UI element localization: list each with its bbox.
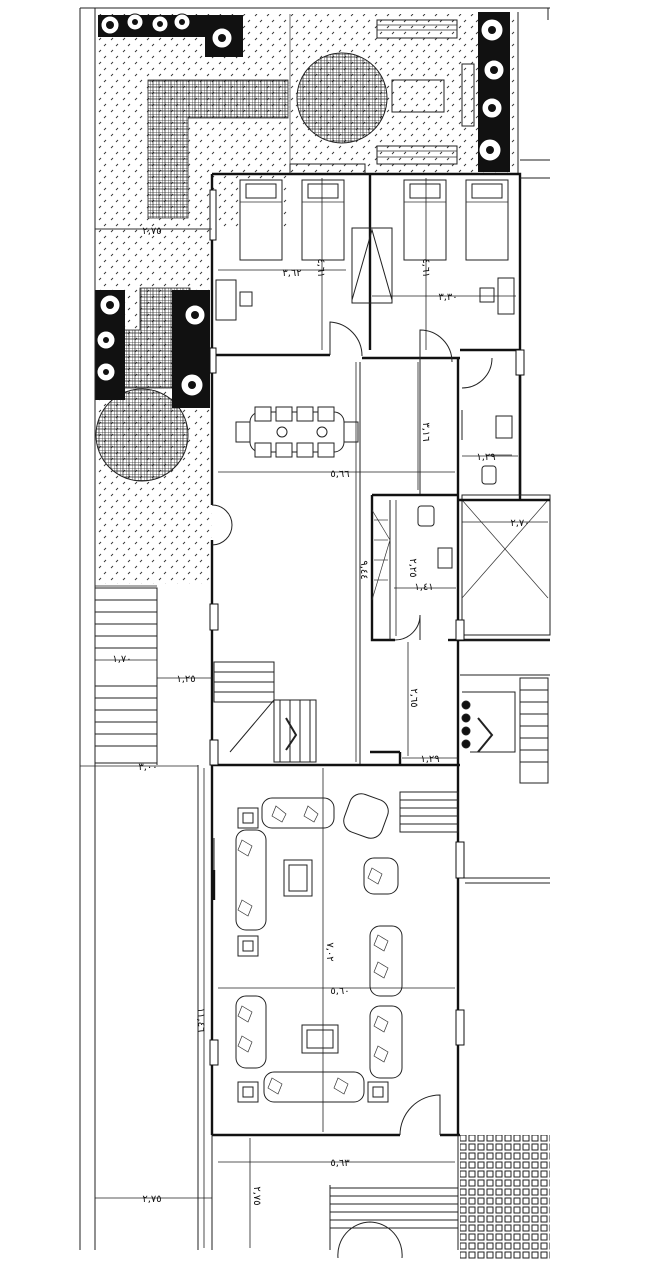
door-swing-icon — [394, 614, 421, 641]
dim-side-width: ٣,٠٠ — [138, 762, 157, 773]
dim-living-width: ٥,٦٠ — [330, 986, 349, 997]
dim-corridor-depth: ٣,١٦ — [420, 422, 431, 441]
building-walls — [197, 159, 551, 1250]
dim-bedroom1-width: ٣,٦٢ — [282, 268, 301, 279]
dim-wc1-width: ١,٢٩ — [476, 452, 495, 463]
door-swing-icon — [419, 329, 453, 363]
garden-area — [95, 14, 515, 584]
dim-side-strip-depth: ١١,٤٦ — [195, 1008, 206, 1033]
armchair-icon — [343, 793, 399, 895]
desk — [215, 277, 515, 321]
sink-icon — [437, 415, 513, 569]
doors — [211, 321, 493, 1259]
door-swing-icon — [461, 357, 493, 389]
dim-lobby-depth: ٢,٦٥ — [408, 688, 419, 707]
dim-bath-depth: ٢,٢٥ — [407, 558, 418, 577]
planter-top — [98, 13, 243, 57]
dim-entry-depth: ٢,٧٥ — [251, 1186, 262, 1205]
dim-bath-width: ١,٤١ — [414, 582, 433, 593]
dim-side-stair-width: ١,٧٠ — [112, 654, 131, 665]
dimension-lines — [80, 178, 548, 1248]
side-table — [237, 807, 389, 1103]
windows — [209, 189, 525, 1066]
door-swing-icon — [329, 321, 363, 357]
dim-entry-width: ٥,٦٣ — [330, 1158, 350, 1169]
dim-bedroom2-depth: ٤,٦١ — [420, 258, 431, 277]
toilet-icon — [417, 465, 497, 527]
door-swing-icon — [211, 504, 233, 546]
planter-left — [95, 290, 210, 408]
dim-garden-width: ٢,٧٥ — [142, 226, 161, 237]
door-swing-icon — [399, 1094, 441, 1136]
dim-passage-width: ١,٢٥ — [176, 674, 195, 685]
dim-living-depth: ٧,٠٢ — [324, 942, 335, 961]
dim-stair-width: ٢,٧٠ — [510, 518, 529, 529]
planter-right — [478, 12, 510, 172]
door-swing-icon — [337, 1221, 403, 1259]
dim-front-width: ٢,٧٥ — [142, 1194, 161, 1205]
table-icon — [235, 406, 359, 458]
coffee-table — [283, 859, 339, 1054]
stairs — [94, 227, 549, 1229]
dim-bedroom2-width: ٣,٣٠ — [438, 292, 457, 303]
dim-hall-depth: ٩,٤٤ — [358, 560, 369, 579]
sofa-icon — [235, 797, 403, 1103]
dim-lobby-width: ١,٢٩ — [420, 754, 439, 765]
dimension-labels: ٢,٧٥ ٣,٦٢ ٤,٦١ ٤,٦١ ٣,٣٠ ٣,١٦ ٥,٦٦ ١,٢٩ … — [112, 226, 529, 1206]
bed-icon — [239, 179, 509, 261]
tiled-terrace — [460, 1135, 550, 1260]
dim-hall-width: ٥,٦٦ — [330, 469, 349, 480]
dim-bedroom1-depth: ٤,٦١ — [315, 258, 326, 277]
